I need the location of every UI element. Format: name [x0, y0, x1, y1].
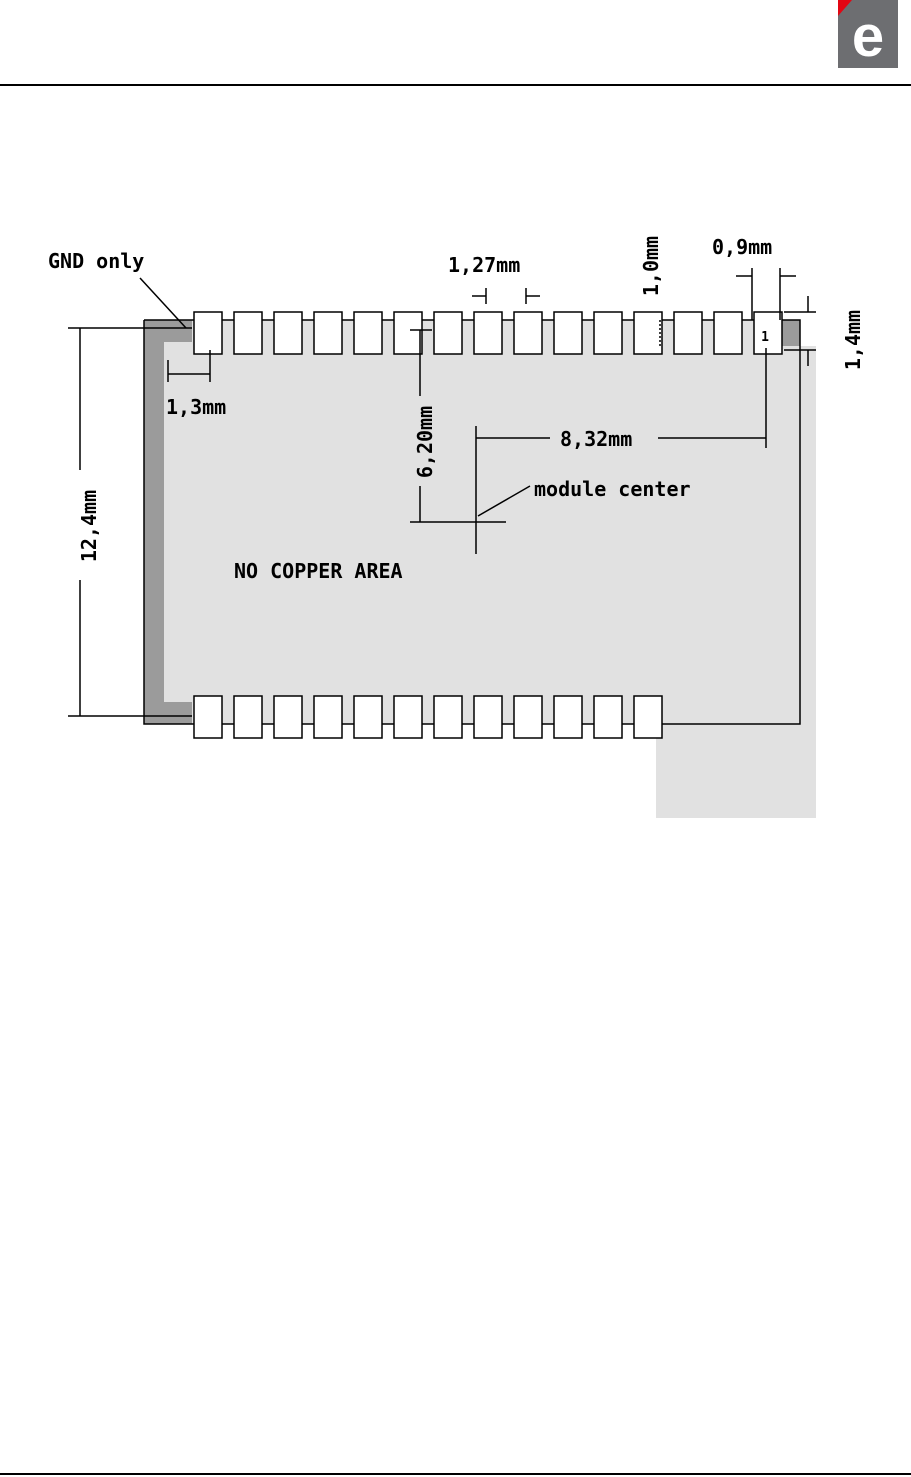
bottom-pad-3	[274, 696, 302, 738]
bottom-pad-11	[594, 696, 622, 738]
header-rule	[0, 84, 911, 86]
gnd-only-label: GND only	[48, 249, 144, 273]
top-pad-11	[594, 312, 622, 354]
bottom-pad-2	[234, 696, 262, 738]
top-pad-10	[554, 312, 582, 354]
top-pad-13	[674, 312, 702, 354]
top-pad-12	[634, 312, 662, 354]
gnd-zone-top-left	[144, 320, 192, 342]
top-pad-1	[194, 312, 222, 354]
pad-pitch-label: 1,27mm	[448, 253, 520, 277]
total-height-label: 12,4mm	[77, 490, 101, 562]
horizontal-offset-label: 8,32mm	[560, 427, 632, 451]
bottom-pad-5	[354, 696, 382, 738]
e-brand-logo-icon: e	[838, 0, 898, 68]
gnd-zone-bottom-left	[144, 702, 192, 724]
top-pad-3	[274, 312, 302, 354]
top-pad-6	[394, 312, 422, 354]
bottom-pad-1	[194, 696, 222, 738]
no-copper-area-label: NO COPPER AREA	[234, 559, 403, 583]
top-pad-14	[714, 312, 742, 354]
top-pad-9	[514, 312, 542, 354]
footer-rule	[0, 1473, 911, 1475]
pad-width-label: 0,9mm	[712, 235, 772, 259]
bottom-pad-10	[554, 696, 582, 738]
bottom-pad-12	[634, 696, 662, 738]
vertical-offset-label: 6,20mm	[413, 406, 437, 478]
top-pad-7	[434, 312, 462, 354]
right-offset-label: 1,4mm	[841, 310, 865, 370]
bottom-pad-8	[474, 696, 502, 738]
module-center-label: module center	[534, 477, 691, 501]
logo-letter: e	[852, 4, 884, 68]
gnd-zone-left	[144, 320, 164, 724]
top-pad-8	[474, 312, 502, 354]
top-pad-row	[194, 312, 782, 354]
pad-height-label: 1,0mm	[639, 236, 663, 296]
top-pad-2	[234, 312, 262, 354]
bottom-pad-7	[434, 696, 462, 738]
no-copper-area-bottom-tab	[656, 724, 816, 818]
bottom-pad-9	[514, 696, 542, 738]
module-footprint-diagram: 1 GND only 12,4mm 1,3mm 1,27mm 1,0mm 0,9…	[0, 220, 911, 840]
bottom-pad-4	[314, 696, 342, 738]
top-pad-4	[314, 312, 342, 354]
top-pad-5	[354, 312, 382, 354]
pin-one-label: 1	[761, 330, 769, 345]
gnd-zone-top-right	[780, 320, 800, 346]
left-offset-label: 1,3mm	[166, 395, 226, 419]
bottom-pad-6	[394, 696, 422, 738]
